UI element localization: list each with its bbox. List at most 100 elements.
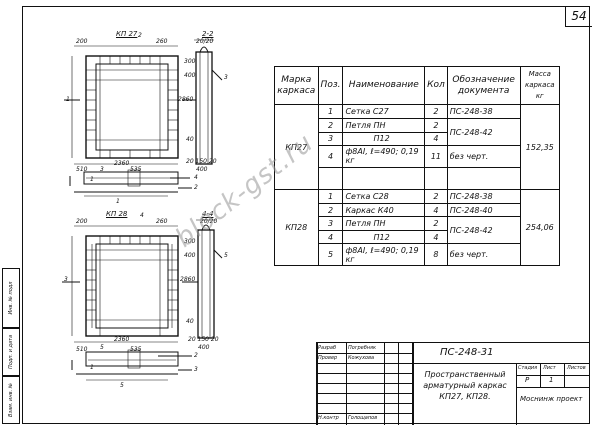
stage-value: Р — [525, 376, 530, 384]
section-mark: 2 — [138, 32, 142, 39]
section-2-2-title: 2-2 — [202, 30, 214, 38]
role-dev-label: Разраб — [318, 345, 337, 351]
header-mark: Марка каркаса — [274, 65, 319, 106]
cell-name: П12 — [342, 229, 426, 245]
cell-doc: ПС-248-40 — [446, 202, 521, 218]
cell-pos: 2 — [317, 202, 344, 218]
cell-name: Сетка С27 — [342, 104, 426, 119]
cell-name: Каркас К40 — [342, 202, 426, 218]
title-block: Разраб Погребняк Провер Кожухова Н.контр… — [316, 342, 590, 425]
cell-doc: без черт. — [446, 243, 521, 266]
cell-qty: 4 — [424, 229, 448, 245]
specification-table: Марка каркаса Поз. Наименование Кол Обоз… — [274, 65, 561, 266]
cell-pos: 1 — [317, 189, 344, 204]
cell-doc: без черт. — [446, 145, 521, 168]
cell-qty: 2 — [424, 189, 448, 204]
dim-label: 400 — [196, 166, 208, 173]
dim-label: 2860 — [180, 276, 196, 283]
dim-label: 2360 — [114, 160, 130, 167]
organization-name: Моснинж проект — [520, 395, 583, 403]
cell-name: Сетка С28 — [342, 189, 426, 204]
section-mark: 3 — [64, 276, 68, 283]
header-doc: Обозначение документа — [446, 65, 521, 106]
dim-label: 400 — [198, 344, 210, 351]
cell-name: ф8АI, ℓ=490; 0,19 кг — [342, 243, 426, 266]
section-mark: 4 — [140, 212, 144, 219]
callout: 1 — [116, 198, 120, 205]
cell-pos: 5 — [317, 243, 344, 266]
role-dev-name: Погребняк — [348, 345, 377, 351]
sheet-value: 1 — [549, 376, 554, 384]
callout: 3 — [224, 74, 228, 81]
cell-mass: 254,06 — [519, 189, 561, 266]
dim-label: 300 — [184, 58, 196, 65]
dim-label: 200 — [76, 38, 88, 45]
sheet-label: Лист — [543, 365, 556, 371]
role-check-label: Провер — [318, 355, 338, 361]
section-mark: 5 — [120, 382, 124, 389]
cell-pos: 3 — [317, 131, 344, 147]
section-4-4-title: 4-4 — [202, 210, 214, 218]
role-norm-name: Голощапов — [348, 415, 378, 421]
cell-mark: КП27 — [274, 104, 319, 191]
header-pos: Поз. — [317, 65, 344, 106]
page-number: 54 — [565, 6, 592, 27]
kp27-title: КП 27 — [116, 30, 138, 38]
cell-qty: 4 — [424, 131, 448, 147]
dim-label: 20 150 20 — [188, 336, 219, 343]
document-code: ПС-248-31 — [440, 347, 494, 358]
cell-qty: 2 — [424, 104, 448, 119]
cell-name: ф8АI, ℓ=490; 0,19 кг — [342, 145, 426, 168]
dim-label: 535 — [130, 346, 142, 353]
table-row: 2 Петля ПН 2 ПС-248-42 — [275, 117, 560, 147]
cell-qty: 2 — [424, 216, 448, 231]
cell-doc: ПС-248-38 — [446, 189, 521, 204]
callout: 2 — [194, 352, 198, 359]
cell-pos: 3 — [317, 216, 344, 231]
cell-qty: 4 — [424, 202, 448, 218]
dim-label: 20/20 — [196, 38, 214, 45]
dim-label: 2360 — [114, 336, 130, 343]
table-row: 4 ф8АI, ℓ=490; 0,19 кг 11 без черт. — [275, 145, 560, 168]
sidebar-cell-sign: Подп. и дата — [2, 328, 20, 376]
sheet-frame — [22, 6, 590, 424]
table-row: 3 Петля ПН 2 ПС-248-42 — [275, 216, 560, 245]
section-mark: 1 — [66, 96, 70, 103]
header-mass: Масса каркаса кг — [519, 65, 561, 106]
cell-mark: КП28 — [274, 189, 319, 266]
sheets-label: Листов — [567, 365, 586, 371]
header-name: Наименование — [342, 65, 426, 106]
callout: 4 — [194, 174, 198, 181]
dim-label: 2860 — [178, 96, 194, 103]
cell-qty: 11 — [424, 145, 448, 168]
cell-doc: ПС-248-42 — [446, 117, 521, 147]
table-row: 5 ф8АI, ℓ=490; 0,19 кг 8 без черт. — [275, 243, 560, 266]
header-qty: Кол — [424, 65, 448, 106]
table-row: КП27 1 Сетка С27 2 ПС-248-38 152,35 — [274, 104, 561, 191]
cell-pos: 1 — [317, 104, 344, 119]
sidebar-cell-inv: Инв. № подл — [2, 268, 20, 328]
sidebar-cell-replace: Взам. инв. № — [2, 376, 20, 424]
table-row: 2 Каркас К40 4 ПС-248-40 — [275, 202, 560, 218]
dim-label: 535 — [130, 166, 142, 173]
cell-name: П12 — [342, 131, 426, 147]
dim-label: 300 — [184, 238, 196, 245]
dim-label: 400 — [184, 252, 196, 259]
cell-name: Петля ПН — [342, 216, 426, 231]
dim-label: 40 — [186, 318, 194, 325]
cell-qty: 8 — [424, 243, 448, 266]
cell-pos: 2 — [317, 118, 344, 133]
cell-mass: 152,35 — [519, 104, 561, 191]
cell-pos: 4 — [317, 145, 344, 168]
table-row: КП28 1 Сетка С28 2 ПС-248-38 254,06 — [274, 189, 561, 266]
role-check-name: Кожухова — [348, 355, 375, 361]
dim-label: 260 — [156, 218, 168, 225]
kp28-title: КП 28 — [106, 210, 128, 218]
dim-label: 510 — [76, 346, 88, 353]
callout: 2 — [194, 184, 198, 191]
cell-doc: ПС-248-42 — [446, 216, 521, 245]
stage-label: Стадия — [518, 365, 538, 371]
cell-pos: 4 — [317, 229, 344, 245]
